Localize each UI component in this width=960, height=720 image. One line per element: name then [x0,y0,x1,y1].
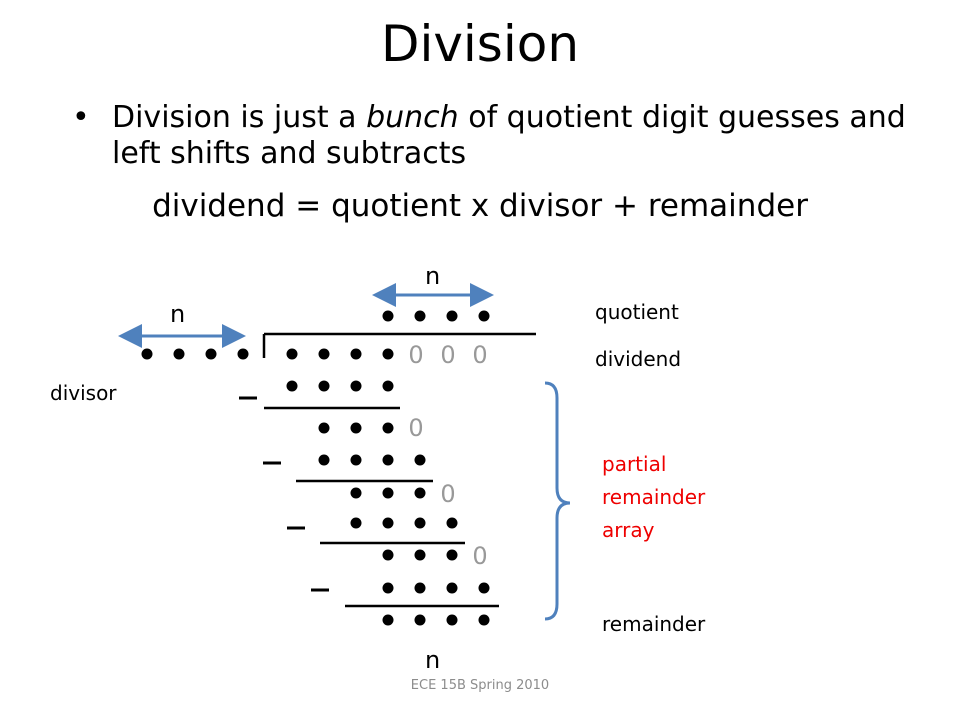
remainder-digit-dot [382,614,394,626]
quotient-digit-dot [478,310,490,322]
subtrahend-digit-dot [318,454,330,466]
partial-remainder-digit-dot [350,487,362,499]
subtrahend-digit-dot [350,380,362,392]
division-equation: dividend = quotient x divisor + remainde… [152,188,808,224]
bullet-text-pre: Division is just a [112,100,367,135]
slide-title: Division [380,15,580,73]
partial-remainder-digit-dot [414,549,426,561]
partial-remainder-digit-dot [350,422,362,434]
partial-remainder-digit-dot [318,422,330,434]
quotient-digit-dot [414,310,426,322]
remainder-digit-dot [478,614,490,626]
subtrahend-digit-dot [382,380,394,392]
dividend-label: dividend [595,347,682,371]
subtrahend-digit-dot [286,380,298,392]
subtrahend-digit-dot [446,582,458,594]
remainder-label: remainder [602,612,706,636]
partial-label-line3: array [602,518,655,542]
partial-remainder-digit-dot [382,422,394,434]
appended-zero-digit: 0 [440,480,455,508]
subtrahend-digit-dot [350,454,362,466]
dividend-digit-dot [350,348,362,360]
bullet-text: Division is just a bunch of quotient dig… [112,100,912,172]
partial-remainder-brace-icon [544,381,571,621]
quotient-label: quotient [595,300,679,324]
partial-remainder-digit-dot [446,549,458,561]
quotient-digit-dot [382,310,394,322]
n-label-remainder: n [425,646,441,674]
subtrahend-digit-dot [414,582,426,594]
partial-remainder-digit-dot [382,549,394,561]
appended-zero-digit: 0 [408,414,423,442]
divisor-digit-dot [237,348,249,360]
slide-footer: ECE 15B Spring 2010 [410,678,550,693]
subtrahend-digit-dot [414,454,426,466]
divisor-digit-dot [141,348,153,360]
subtrahend-digit-dot [350,517,362,529]
appended-zero-digit: 0 [472,542,487,570]
partial-remainder-digit-dot [414,487,426,499]
dividend-digit-dot [318,348,330,360]
dividend-digit-dot [382,348,394,360]
appended-zero-digit: 0 [408,341,423,369]
remainder-digit-dot [414,614,426,626]
remainder-digit-dot [446,614,458,626]
dividend-digit-dot [286,348,298,360]
divisor-label: divisor [50,381,117,405]
subtrahend-digit-dot [414,517,426,529]
subtrahend-digit-dot [446,517,458,529]
appended-zero-digit: 0 [472,341,487,369]
partial-remainder-digit-dot [382,487,394,499]
partial-label-line1: partial [602,452,667,476]
bullet-dot: • [72,100,90,135]
subtrahend-digit-dot [318,380,330,392]
subtrahend-digit-dot [382,582,394,594]
appended-zero-digit: 0 [440,341,455,369]
subtrahend-digit-dot [382,517,394,529]
partial-label-line2: remainder [602,485,706,509]
bullet-text-post: of quotient digit guesses and left shift… [112,100,906,171]
subtrahend-digit-dot [382,454,394,466]
divisor-digit-dot [205,348,217,360]
quotient-digit-dot [446,310,458,322]
subtrahend-digit-dot [478,582,490,594]
bullet-text-emphasis: bunch [366,100,459,135]
divisor-digit-dot [173,348,185,360]
n-label-divisor: n [170,300,186,328]
